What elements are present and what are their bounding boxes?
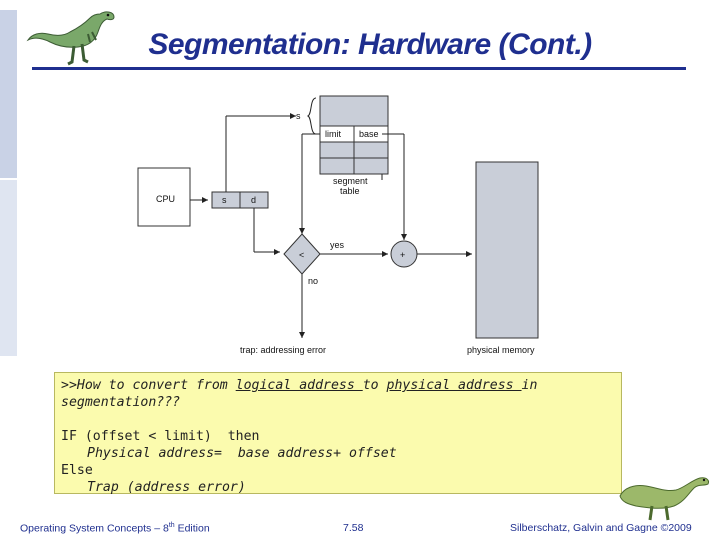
d-label: d (251, 195, 256, 205)
plus-label: + (400, 250, 405, 260)
footer-left-suffix: Edition (174, 522, 210, 535)
note-line-1-suffix: in (521, 378, 538, 393)
base-label: base (359, 129, 379, 139)
note-line-if: IF (offset < limit) then (61, 429, 260, 444)
cpu-label: CPU (156, 194, 175, 204)
dinosaur-footer-icon (619, 477, 709, 521)
s-label: s (222, 195, 227, 205)
less-than-label: < (299, 250, 304, 260)
slide-title: Segmentation: Hardware (Cont.) (148, 28, 592, 61)
note-physical-address: physical address (386, 378, 522, 393)
cpu-box (137, 167, 191, 227)
physical-memory-box (475, 161, 539, 339)
note-logical-address: logical address (235, 378, 363, 393)
no-label: no (308, 276, 318, 286)
footer-page-number: 7.58 (343, 522, 364, 534)
physical-memory-label: physical memory (467, 345, 535, 355)
note-line-1-prefix: >>How to convert from (61, 378, 236, 393)
footer-right: Silberschatz, Galvin and Gagne ©2009 (510, 522, 692, 534)
segment-table-caption-2: table (340, 186, 360, 196)
limit-label: limit (325, 129, 341, 139)
segmentation-hardware-diagram: CPU s d s limit base segment table < yes… (137, 95, 539, 355)
note-line-1-to: to (362, 378, 387, 393)
note-line-1: >>How to convert from logical address to… (61, 377, 615, 394)
note-blank-line (61, 411, 615, 428)
title-divider (32, 67, 686, 70)
trap-label: trap: addressing error (240, 345, 326, 355)
footer-left-sup: th (168, 522, 175, 529)
dinosaur-logo-icon (26, 11, 115, 66)
note-line-physical: Physical address= base address+ offset (87, 446, 397, 461)
segment-table-caption-1: segment (333, 176, 368, 186)
conversion-note-box: >>How to convert from logical address to… (54, 372, 622, 495)
left-edge-bar-bottom (0, 180, 17, 356)
yes-label: yes (330, 240, 345, 250)
note-line-2: segmentation??? (61, 395, 181, 410)
left-edge-bar-top (0, 10, 17, 178)
footer-left: Operating System Concepts – 8th Edition (20, 522, 210, 535)
note-line-trap: Trap (address error) (87, 480, 246, 495)
note-line-else: Else (61, 463, 93, 478)
s-index-label: s (296, 111, 301, 121)
footer-left-prefix: Operating System Concepts – 8 (20, 522, 169, 535)
